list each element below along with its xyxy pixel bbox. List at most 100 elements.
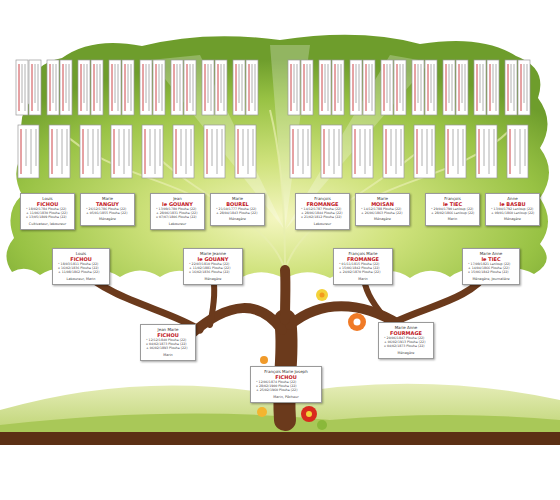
ancestor-slip	[111, 125, 132, 178]
person-box: Jean MarieFICHOU* 12/12/1840 Plouha (22)…	[140, 324, 196, 361]
illegible-text	[293, 129, 294, 174]
illegible-text	[480, 64, 481, 103]
illegible-text	[298, 129, 299, 166]
occupation: Ménagère	[186, 277, 240, 282]
illegible-text	[87, 64, 88, 111]
illegible-text	[176, 129, 177, 174]
ancestor-slip	[332, 60, 344, 115]
illegible-text	[510, 129, 511, 174]
illegible-text	[355, 129, 356, 174]
life-event: * 01/11/1815 Plouha (22)	[336, 262, 390, 266]
illegible-text	[83, 129, 84, 174]
illegible-text	[119, 129, 120, 166]
illegible-text	[369, 64, 370, 103]
illegible-text	[417, 129, 418, 174]
occupation: Marin	[336, 277, 390, 282]
ancestor-slip	[425, 60, 437, 115]
illegible-text	[149, 64, 150, 111]
given-name: François	[298, 196, 347, 201]
given-name: Louis	[55, 251, 107, 256]
ancestor-slip	[184, 60, 196, 115]
ancestor-slip	[80, 125, 101, 178]
illegible-text	[56, 64, 57, 111]
person-box: MarieTANGUY* 26/12/1786 Plouha (22)+ 05/…	[80, 193, 135, 226]
given-name: François Marie Joseph	[253, 369, 319, 374]
life-event: + 25/02/1960 Plouha (22)	[253, 388, 319, 392]
ancestor-slip	[235, 125, 256, 178]
ancestor-slip	[381, 60, 393, 115]
person-box: LouisFICHOU* 18/02/1784 Plouha (22)+ 11/…	[20, 193, 75, 230]
illegible-text	[403, 64, 404, 111]
illegible-text	[21, 129, 22, 174]
ancestor-slip	[352, 125, 373, 178]
illegible-text	[496, 64, 497, 111]
illegible-text	[387, 64, 388, 103]
illegible-text	[25, 64, 26, 111]
ancestor-slip	[412, 60, 424, 115]
occupation: Ménagère	[381, 351, 431, 356]
illegible-text	[239, 64, 240, 103]
illegible-text	[218, 64, 219, 111]
illegible-text	[391, 129, 392, 166]
illegible-text	[489, 129, 490, 174]
given-name: Marie	[358, 196, 407, 201]
surname: FICHOU	[143, 332, 193, 338]
surname: FROMANGE	[298, 201, 347, 207]
illegible-text	[155, 129, 156, 174]
illegible-text	[297, 64, 298, 111]
illegible-text	[465, 64, 466, 111]
person-box: Marie AnneFOURMAGE* 20/06/1847 Plouha (2…	[378, 322, 434, 359]
illegible-text	[217, 129, 218, 174]
illegible-text	[356, 64, 357, 103]
illegible-text	[396, 129, 397, 174]
illegible-text	[35, 64, 36, 103]
illegible-text	[255, 64, 256, 111]
person-box: Marie Jeannele GOUANY* 22/03/1810 Plouha…	[183, 248, 243, 285]
given-name: Marie Anne	[381, 325, 431, 330]
ancestor-slip	[445, 125, 466, 178]
illegible-text	[221, 64, 222, 103]
illegible-text	[150, 129, 151, 166]
illegible-text	[57, 129, 58, 166]
life-event: * 17/09/1821 Lanloup (22)	[465, 262, 517, 266]
illegible-text	[422, 129, 423, 166]
surname: FICHOU	[55, 256, 107, 262]
life-event: x 04/02/1873 Plouha (22)	[381, 344, 431, 348]
trunk-branches	[82, 270, 490, 420]
life-event: x 13/05/1809 Plouha (22)	[23, 215, 72, 219]
life-event: * 29/04/1790 Lanloup (22)	[428, 207, 477, 211]
life-event: * 26/12/1786 Plouha (22)	[83, 207, 132, 211]
illegible-text	[114, 129, 115, 174]
illegible-text	[434, 64, 435, 111]
illegible-text	[222, 129, 223, 166]
life-event: + 06/02/1913 Plouha (22)	[381, 340, 431, 344]
illegible-text	[38, 64, 39, 111]
illegible-text	[212, 129, 213, 166]
life-event: + 06/02/1893 Plouha (22)	[143, 346, 193, 350]
illegible-text	[366, 64, 367, 111]
life-event: x 16/02/1836 Plouha (22)	[55, 266, 107, 270]
illegible-text	[146, 64, 147, 103]
ancestor-slips	[16, 60, 530, 178]
illegible-text	[322, 64, 323, 111]
life-event: * 14/12/1787 Plouha (22)	[298, 207, 347, 211]
occupation: Ménagère	[488, 217, 537, 222]
life-event: * 20/06/1847 Plouha (22)	[381, 336, 431, 340]
life-event: x 16/02/1836 Plouha (22)	[186, 270, 240, 274]
life-event: * 18/02/1784 Plouha (22)	[23, 207, 72, 211]
illegible-text	[484, 129, 485, 166]
illegible-text	[125, 64, 126, 111]
life-event: + 26/06/1863 Plouha (22)	[358, 211, 407, 215]
illegible-text	[459, 64, 460, 111]
occupation: Ménagère	[358, 217, 407, 222]
life-event: * 18/03/1811 Plouha (22)	[55, 262, 107, 266]
given-name: Marie Jeanne	[186, 251, 240, 256]
life-event: + 28/06/1844 Plouha (22)	[298, 211, 347, 215]
illegible-text	[310, 64, 311, 111]
person-box: MarieBOUREL* 21/10/1777 Plouha (22)+ 28/…	[210, 193, 265, 226]
ancestor-slip	[29, 60, 41, 115]
given-name: François Marie	[336, 251, 390, 256]
occupation: Marin	[428, 217, 477, 222]
ancestor-slip	[142, 125, 163, 178]
person-box: Annele BASBU* 13/04/1792 Lanloup (22)+ 0…	[485, 193, 540, 226]
